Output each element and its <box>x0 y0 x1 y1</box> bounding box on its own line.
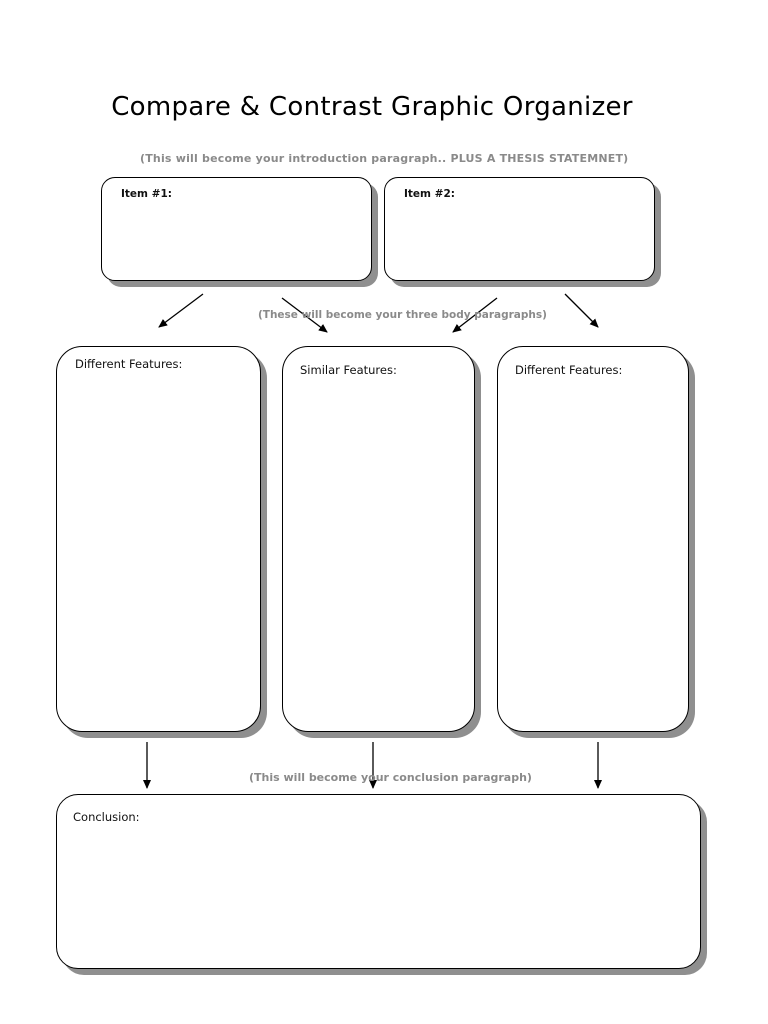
item-1-label: Item #1: <box>121 188 172 200</box>
page-title: Compare & Contrast Graphic Organizer <box>111 92 633 122</box>
arrow-item2-to-different-right <box>564 293 599 328</box>
item-1-box[interactable]: Item #1: <box>101 177 372 281</box>
item-2-box[interactable]: Item #2: <box>384 177 655 281</box>
intro-instruction: (This will become your introduction para… <box>140 152 629 165</box>
conclusion-instruction: (This will become your conclusion paragr… <box>249 771 532 784</box>
conclusion-box[interactable]: Conclusion: <box>56 794 701 969</box>
similar-features-box[interactable]: Similar Features: <box>282 346 475 732</box>
different-features-left-box[interactable]: Different Features: <box>56 346 261 732</box>
body-instruction: (These will become your three body parag… <box>258 309 547 321</box>
different-features-right-label: Different Features: <box>515 363 623 377</box>
different-features-left-label: Different Features: <box>75 357 183 371</box>
conclusion-label: Conclusion: <box>73 810 140 824</box>
similar-features-label: Similar Features: <box>300 363 397 377</box>
arrow-item1-to-different-left <box>158 293 204 328</box>
item-2-label: Item #2: <box>404 188 455 200</box>
different-features-right-box[interactable]: Different Features: <box>497 346 689 732</box>
